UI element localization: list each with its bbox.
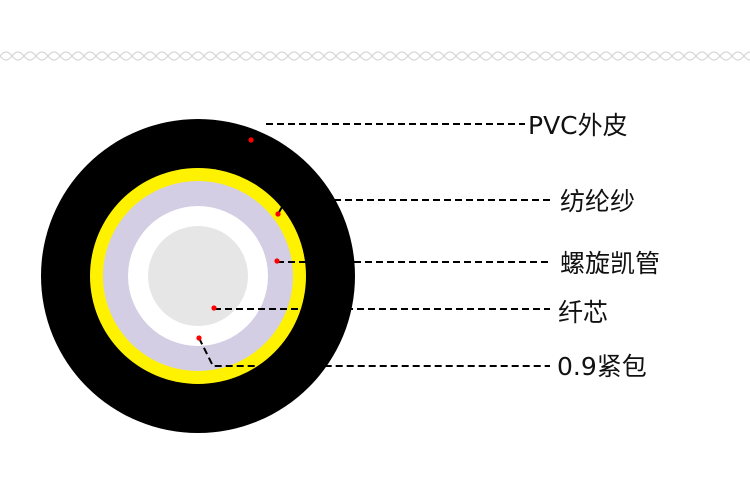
marker-dot-spiral [274, 258, 280, 264]
marker-dot-core [211, 305, 217, 311]
leader-line-buffer [198, 337, 550, 367]
label-spiral-armor-tube: 螺旋凯管 [560, 249, 661, 278]
wave-divider [0, 51, 750, 61]
leader-line-pvc [258, 123, 267, 131]
marker-dot-aramid [275, 211, 281, 217]
label-pvc-jacket: PVC外皮 [528, 111, 628, 140]
label-tight-buffer: 0.9紧包 [557, 352, 647, 381]
marker-dot-buffer [196, 335, 202, 341]
label-aramid-yarn: 纺纶纱 [560, 187, 636, 216]
label-fiber-core: 纤芯 [558, 298, 609, 327]
marker-dot-pvc [248, 137, 254, 143]
fiber-core-layer [148, 226, 248, 326]
